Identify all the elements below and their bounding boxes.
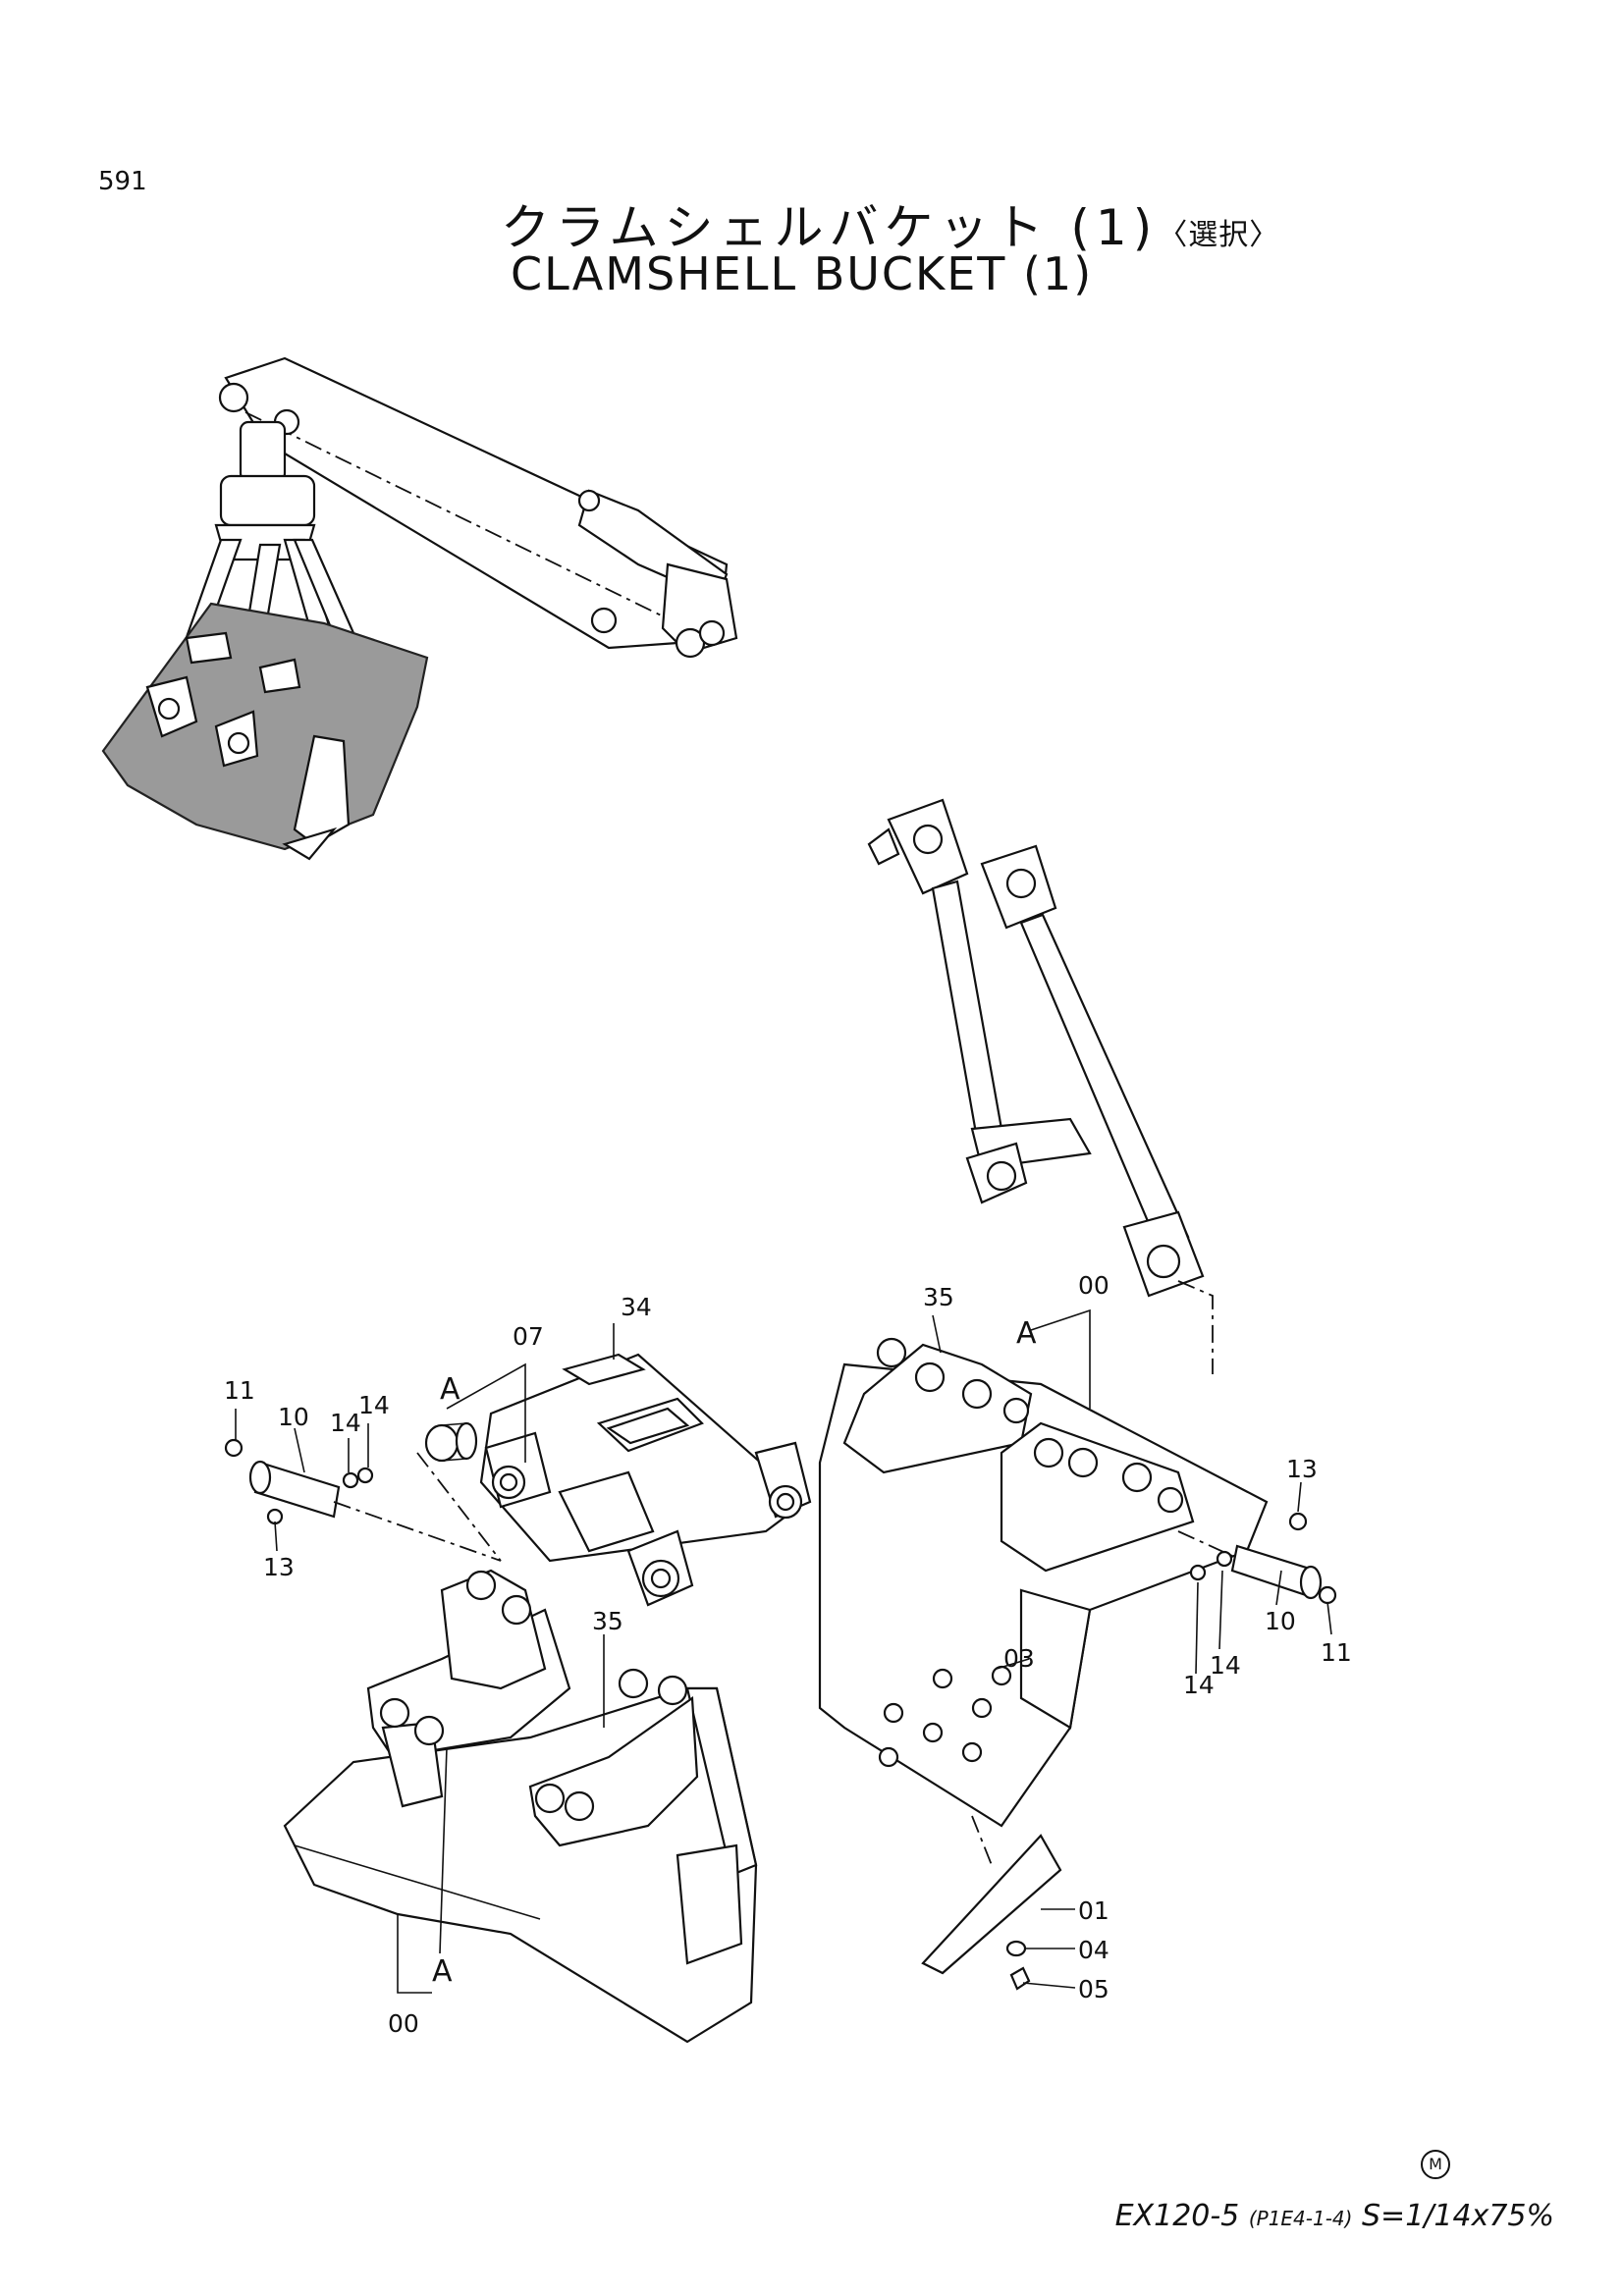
callout-14-right-b: 14 — [1183, 1671, 1215, 1699]
callout-00-left: 00 — [388, 2009, 419, 2038]
callout-00-right: 00 — [1078, 1271, 1109, 1300]
callout-14-left-b: 14 — [358, 1391, 390, 1419]
leader-lines — [235, 1308, 1332, 1994]
callout-04: 04 — [1078, 1936, 1109, 1964]
yoke-assembly — [424, 1353, 812, 1607]
pin-left — [224, 1438, 502, 1562]
callout-labels: 34 07 A 11 10 14 14 13 35 A 00 35 00 A 1… — [224, 1271, 1352, 2038]
callout-11-left: 11 — [224, 1376, 255, 1405]
title-japanese-text: クラムシェルバケット (1) — [501, 199, 1159, 256]
footer-code: (P1E4-1-4) — [1248, 2207, 1353, 2230]
callout-01: 01 — [1078, 1896, 1109, 1925]
title-japanese: クラムシェルバケット (1)〈選択〉 — [501, 188, 1279, 259]
title-english: CLAMSHELL BUCKET (1) — [511, 247, 1094, 300]
callout-14-left-a: 14 — [330, 1409, 361, 1437]
callout-10-left: 10 — [278, 1403, 309, 1431]
bucket-half-right — [818, 1337, 1269, 1991]
callout-13-right: 13 — [1286, 1455, 1318, 1483]
callout-13-left: 13 — [263, 1553, 295, 1581]
callout-03: 03 — [1003, 1644, 1035, 1673]
m-mark: M — [1421, 2150, 1450, 2179]
callout-35-right: 35 — [923, 1283, 954, 1311]
page-number: 591 — [98, 167, 147, 196]
callout-11-right: 11 — [1321, 1638, 1352, 1667]
callout-35-left: 35 — [592, 1607, 623, 1635]
overview-assembly — [101, 356, 738, 861]
title-japanese-option: 〈選択〉 — [1158, 218, 1280, 252]
callout-05: 05 — [1078, 1975, 1109, 2003]
callout-14-right-a: 14 — [1210, 1651, 1241, 1680]
callout-A-top-right: A — [1016, 1316, 1037, 1351]
pin-right — [1177, 1512, 1337, 1605]
callout-A-top-left: A — [440, 1372, 460, 1407]
footer-scale: S=1/14x75% — [1362, 2199, 1554, 2233]
footer-model: EX120-5 — [1114, 2199, 1240, 2233]
callout-A-bottom-left: A — [432, 1954, 453, 1989]
callout-34: 34 — [621, 1293, 652, 1321]
callout-07: 07 — [513, 1322, 544, 1351]
footer: EX120-5 (P1E4-1-4) S=1/14x75% — [1115, 2199, 1554, 2233]
a-frame-arm — [867, 798, 1214, 1374]
callout-10-right: 10 — [1265, 1607, 1296, 1635]
bucket-half-left — [283, 1569, 758, 2044]
